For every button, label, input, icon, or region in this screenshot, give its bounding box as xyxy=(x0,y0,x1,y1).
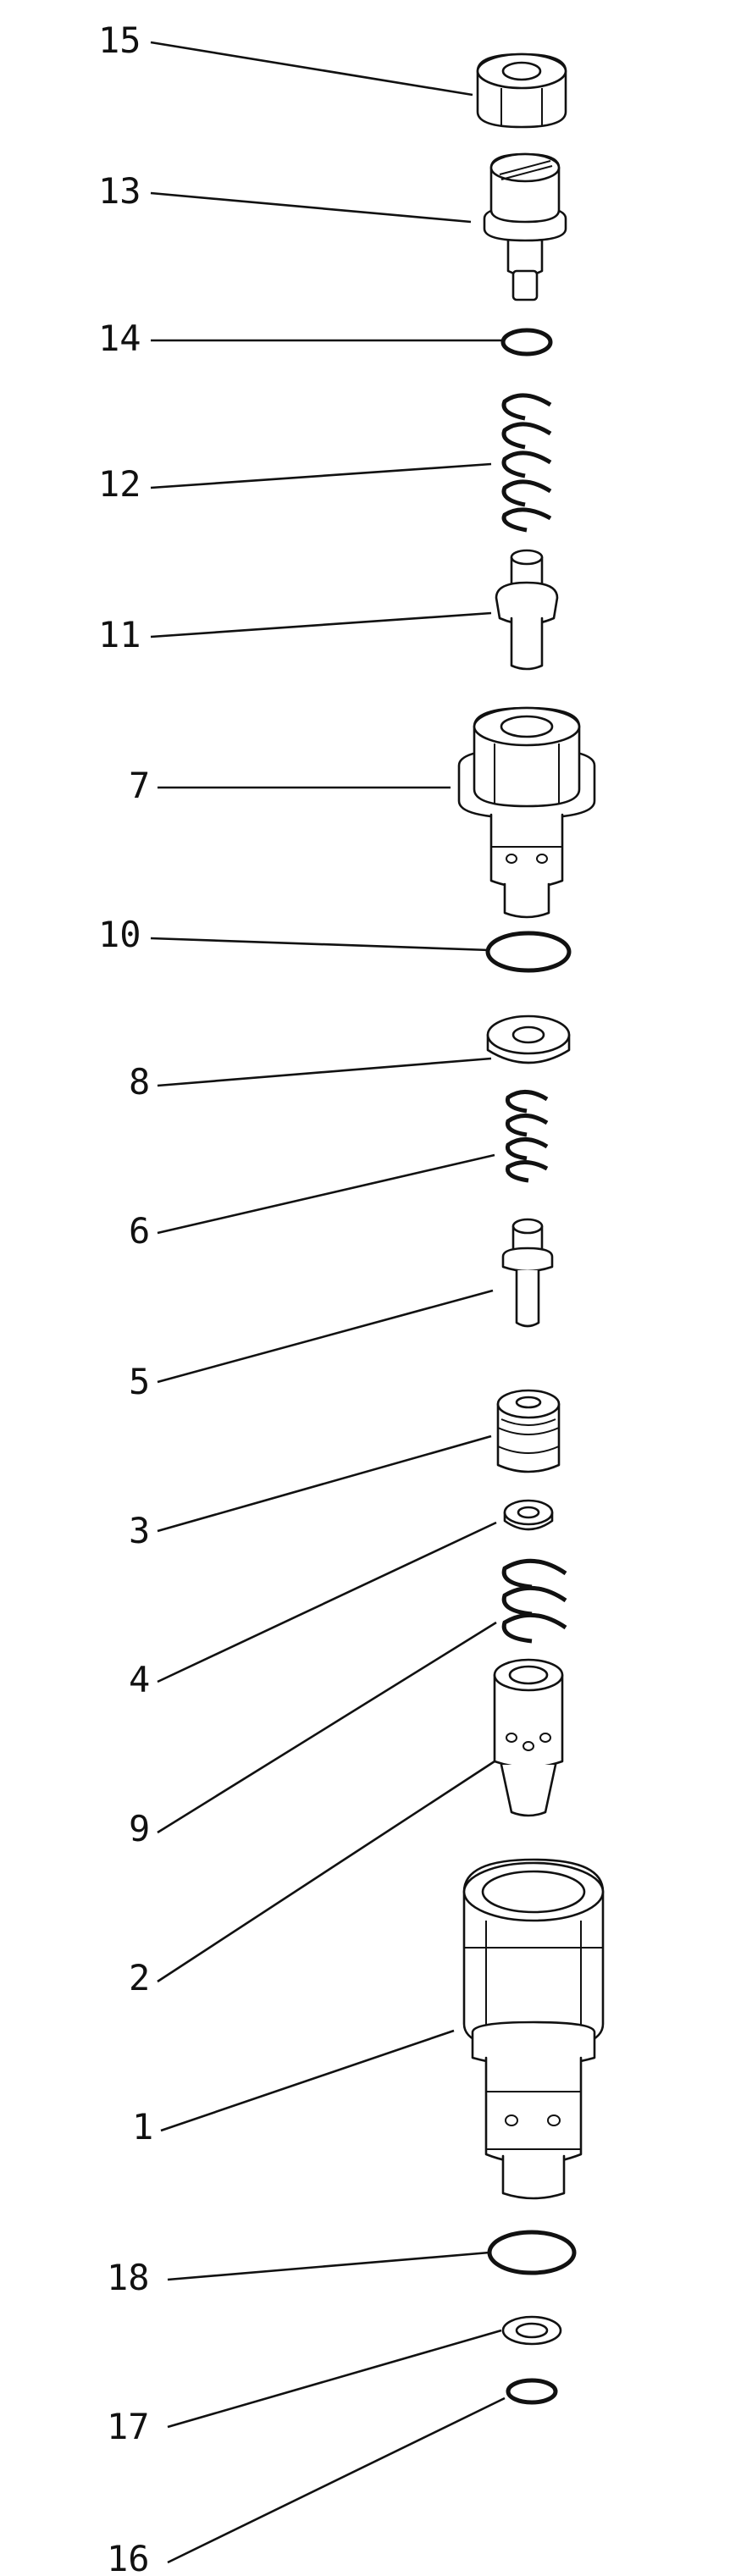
callout-18: 18 xyxy=(107,2257,150,2298)
part-7-valve-body xyxy=(457,706,596,919)
part-17-washer xyxy=(501,2315,562,2346)
part-15-cap-nut xyxy=(476,53,567,129)
leader-3 xyxy=(157,1434,492,1533)
leader-13 xyxy=(150,191,472,224)
part-5-pin xyxy=(501,1218,554,1328)
callout-17: 17 xyxy=(107,2406,150,2447)
callout-8: 8 xyxy=(129,1061,150,1103)
part-1-main-body xyxy=(462,1858,605,2200)
leader-2 xyxy=(157,1760,495,1983)
leader-15 xyxy=(150,41,473,97)
callout-14: 14 xyxy=(98,318,141,359)
callout-5: 5 xyxy=(129,1361,150,1402)
callout-3: 3 xyxy=(129,1510,150,1551)
callout-1: 1 xyxy=(132,2106,153,2148)
leader-8 xyxy=(157,1057,492,1087)
callout-6: 6 xyxy=(129,1210,150,1252)
callout-15: 15 xyxy=(98,19,141,61)
part-9-spring xyxy=(501,1558,567,1644)
part-4-washer xyxy=(503,1499,554,1531)
part-6-spring xyxy=(505,1090,549,1183)
leader-11 xyxy=(150,611,492,638)
leader-6 xyxy=(157,1153,495,1235)
callout-16: 16 xyxy=(107,2538,150,2576)
callout-2: 2 xyxy=(129,1957,150,1998)
leader-5 xyxy=(157,1289,494,1384)
part-11-poppet xyxy=(495,549,559,671)
callout-4: 4 xyxy=(129,1659,150,1700)
part-16-o-ring xyxy=(506,2378,558,2405)
part-13-adjusting-screw xyxy=(483,152,567,301)
callout-12: 12 xyxy=(98,463,141,505)
leader-12 xyxy=(150,462,492,489)
callout-13: 13 xyxy=(98,170,141,212)
leader-1 xyxy=(160,2029,455,2132)
callout-11: 11 xyxy=(98,614,141,655)
callout-10: 10 xyxy=(98,914,141,955)
leader-17 xyxy=(167,2329,502,2429)
leader-16 xyxy=(167,2396,506,2564)
part-8-washer xyxy=(486,1014,571,1064)
leader-4 xyxy=(157,1521,497,1683)
part-12-spring xyxy=(501,393,552,533)
part-18-o-ring xyxy=(487,2230,577,2275)
leader-lines xyxy=(150,41,506,2564)
part-3-piston xyxy=(496,1389,561,1473)
leader-9 xyxy=(157,1621,497,1834)
part-14-o-ring xyxy=(500,328,553,357)
callout-7: 7 xyxy=(129,765,150,806)
leader-10 xyxy=(150,937,490,952)
leader-18 xyxy=(167,2251,490,2281)
part-10-o-ring xyxy=(485,931,572,973)
part-2-piston xyxy=(493,1658,564,1817)
callout-9: 9 xyxy=(129,1808,150,1849)
